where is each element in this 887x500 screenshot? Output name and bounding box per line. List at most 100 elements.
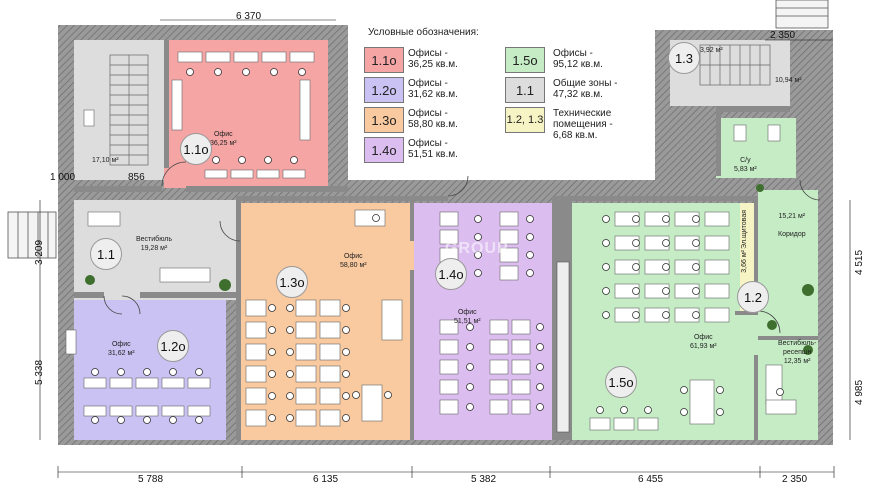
desk xyxy=(295,387,317,405)
plants xyxy=(85,184,814,355)
desk xyxy=(613,417,635,431)
desk xyxy=(637,417,659,431)
chair xyxy=(352,391,360,399)
desk xyxy=(282,169,306,179)
chair xyxy=(474,251,482,259)
desk xyxy=(733,124,747,142)
chair xyxy=(117,416,125,424)
chair xyxy=(632,239,640,247)
chair xyxy=(526,269,534,277)
desk xyxy=(245,321,267,339)
door-swings xyxy=(103,161,821,334)
chair xyxy=(268,392,276,400)
stairs-left xyxy=(109,54,149,166)
desk xyxy=(319,343,341,361)
chair xyxy=(286,304,294,312)
desk xyxy=(319,387,341,405)
interior-walls xyxy=(74,40,818,440)
chair xyxy=(212,156,220,164)
desk xyxy=(295,343,317,361)
desk xyxy=(439,319,459,335)
chair xyxy=(526,215,534,223)
chair xyxy=(466,383,474,391)
desk xyxy=(109,405,133,417)
entry-steps-left xyxy=(7,211,57,259)
ramp xyxy=(556,261,570,433)
stairs-right xyxy=(699,44,771,86)
desk xyxy=(65,329,77,355)
chair xyxy=(242,68,250,76)
desk xyxy=(704,283,730,299)
chair xyxy=(632,263,640,271)
chair xyxy=(268,414,276,422)
desk xyxy=(177,51,203,63)
desk xyxy=(489,399,509,415)
desk xyxy=(439,339,459,355)
desk xyxy=(511,399,531,415)
legend-text-2: Офисы -31,62 кв.м. xyxy=(408,78,458,100)
desk xyxy=(245,343,267,361)
desk xyxy=(439,211,459,227)
chair xyxy=(602,287,610,295)
room-11-badge: 1.1 xyxy=(90,238,122,270)
desk xyxy=(765,364,783,406)
elec-room-label: Эл.щитовая xyxy=(741,210,748,249)
desk xyxy=(295,365,317,383)
legend-text-5: Офисы -95,12 кв.м. xyxy=(553,48,603,70)
dim-bottom-3: 5 382 xyxy=(471,474,497,485)
chair xyxy=(602,311,610,319)
desk xyxy=(354,209,386,227)
chair xyxy=(268,326,276,334)
chair xyxy=(620,406,628,414)
desk xyxy=(159,267,211,283)
chair xyxy=(466,363,474,371)
desk xyxy=(261,51,287,63)
desk xyxy=(361,384,383,422)
room-12-badge: 1.2 xyxy=(737,281,769,313)
desk xyxy=(187,377,211,389)
chair xyxy=(602,215,610,223)
chair xyxy=(268,370,276,378)
desk xyxy=(230,169,254,179)
desk xyxy=(499,229,519,245)
dim-top-2350: 2 350 xyxy=(770,30,796,41)
chair xyxy=(466,323,474,331)
legend-swatch-3: 1.3о xyxy=(364,107,404,133)
room-12o-badge: 1.2о xyxy=(157,330,189,362)
room-13o-badge: 1.3о xyxy=(276,266,308,298)
desk xyxy=(511,359,531,375)
chair xyxy=(117,368,125,376)
room-14o-badge: 1.4о xyxy=(435,258,467,290)
chair xyxy=(268,304,276,312)
chair xyxy=(536,363,544,371)
chair xyxy=(662,215,670,223)
chair xyxy=(692,311,700,319)
desk xyxy=(161,377,185,389)
chair xyxy=(169,416,177,424)
dim-bottom-1: 5 788 xyxy=(138,474,164,485)
desk xyxy=(83,405,107,417)
desk xyxy=(511,379,531,395)
desk xyxy=(83,377,107,389)
desk xyxy=(704,307,730,323)
desk xyxy=(319,365,341,383)
watermark: GROUP xyxy=(445,240,509,257)
chair xyxy=(536,343,544,351)
chair xyxy=(632,311,640,319)
chair xyxy=(632,215,640,223)
desk xyxy=(489,339,509,355)
desk xyxy=(83,109,95,127)
desk xyxy=(489,359,509,375)
desk xyxy=(511,339,531,355)
chair xyxy=(286,414,294,422)
chair xyxy=(169,368,177,376)
desk xyxy=(299,79,311,141)
dim-right-4515: 4 515 xyxy=(854,249,865,275)
